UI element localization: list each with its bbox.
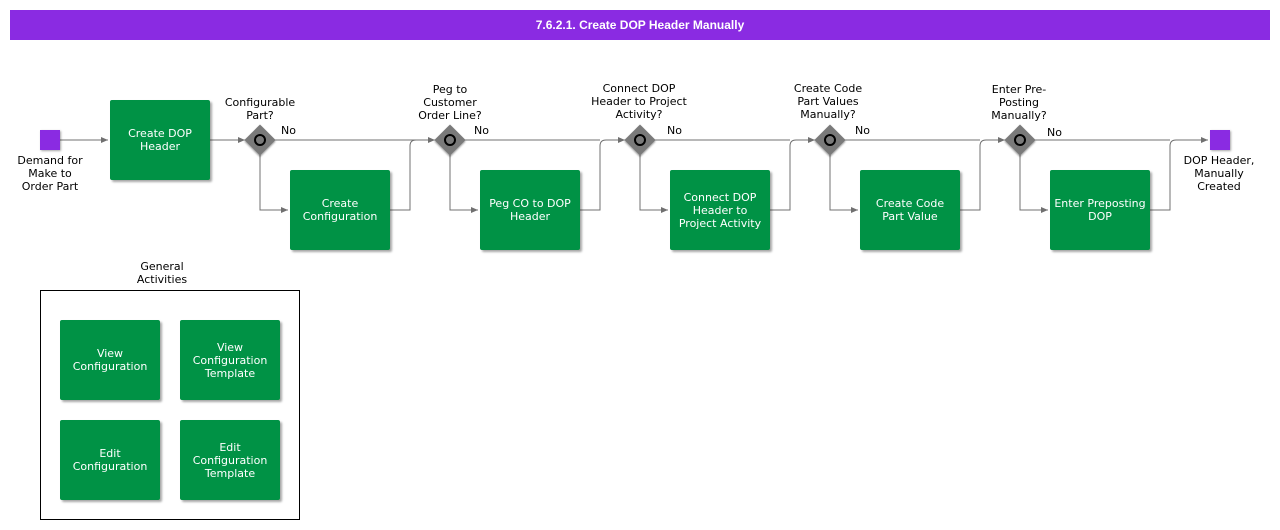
task-view-configuration-template[interactable]: View Configuration Template	[180, 320, 280, 400]
gateway-no-label: No	[474, 124, 489, 137]
gateway-question-label: Peg to Customer Order Line?	[418, 83, 482, 122]
gateway-no-label: No	[667, 124, 682, 137]
task-enter-preposting-dop[interactable]: Enter Preposting DOP	[1050, 170, 1150, 250]
task-peg-co-to-dop-header[interactable]: Peg CO to DOP Header	[480, 170, 580, 250]
end-event-label: DOP Header, Manually Created	[1183, 154, 1255, 193]
task-create-dop-header[interactable]: Create DOP Header	[110, 100, 210, 180]
gateway-no-label: No	[281, 124, 296, 137]
gateway-question-label: Configurable Part?	[224, 96, 296, 122]
start-event	[40, 130, 60, 150]
task-view-configuration[interactable]: View Configuration	[60, 320, 160, 400]
task-create-code-part-value[interactable]: Create Code Part Value	[860, 170, 960, 250]
gateway-no-label: No	[1047, 126, 1062, 139]
gateway-question-label: Connect DOP Header to Project Activity?	[591, 82, 687, 121]
gateway-no-label: No	[855, 124, 870, 137]
task-edit-configuration[interactable]: Edit Configuration	[60, 420, 160, 500]
task-connect-dop-header-to-project-activity[interactable]: Connect DOP Header to Project Activity	[670, 170, 770, 250]
task-edit-configuration-template[interactable]: Edit Configuration Template	[180, 420, 280, 500]
diagram-title: 7.6.2.1. Create DOP Header Manually	[10, 10, 1270, 40]
gateway-question-label: Enter Pre- Posting Manually?	[991, 83, 1047, 122]
start-event-label: Demand for Make to Order Part	[17, 154, 83, 193]
task-create-configuration[interactable]: Create Configuration	[290, 170, 390, 250]
general-activities-group	[40, 290, 300, 520]
end-event	[1210, 130, 1230, 150]
general-activities-label: General Activities	[136, 260, 188, 286]
gateway-question-label: Create Code Part Values Manually?	[793, 82, 863, 121]
